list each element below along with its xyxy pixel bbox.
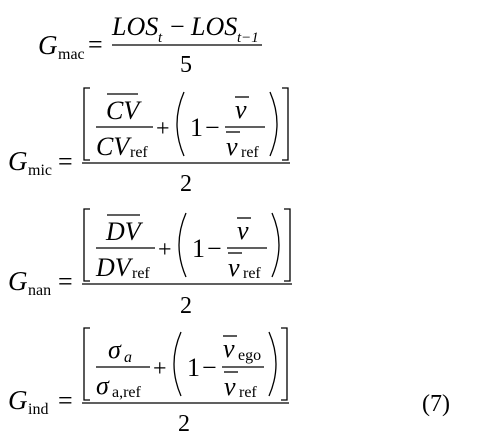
- g-mic-left-paren: [176, 91, 185, 157]
- g-nan-denominator: 2: [180, 293, 192, 319]
- equation-g-mic: G mic = CV CV ref + 1 − v v ref 2: [8, 87, 290, 197]
- g-mic-one: 1: [190, 113, 203, 142]
- g-mic-denominator: 2: [180, 171, 192, 197]
- g-ind-subscript: ind: [28, 401, 48, 418]
- g-mic-equals: =: [58, 147, 73, 176]
- g-nan-minus: −: [207, 234, 222, 263]
- equation-g-ind: G ind = σ a σ a,ref + 1 − v ego v ref 2: [8, 327, 289, 437]
- g-nan-right-paren: [271, 212, 280, 278]
- g-nan-dv-ref-sub: ref: [132, 265, 150, 282]
- g-nan-left-bracket: [83, 208, 90, 282]
- g-mic-cv-numerator: CV: [106, 96, 142, 125]
- g-ind-right-paren: [268, 331, 277, 397]
- g-ind-one: 1: [187, 353, 200, 382]
- g-mic-right-bracket: [282, 87, 289, 161]
- g-nan-dv-denominator: DV: [95, 253, 134, 282]
- g-mac-subscript: mac: [58, 46, 85, 63]
- g-mic-left-bracket: [83, 87, 90, 161]
- g-ind-vref-sub: ref: [239, 384, 257, 401]
- g-ind-left-paren: [173, 331, 182, 397]
- g-ind-plus: +: [153, 356, 167, 382]
- g-nan-plus: +: [158, 237, 172, 263]
- equation-g-nan: G nan = DV DV ref + 1 − v v ref 2: [8, 208, 292, 319]
- g-nan-left-paren: [178, 212, 187, 278]
- g-nan-subscript: nan: [28, 282, 51, 299]
- g-mic-symbol: G: [8, 146, 28, 176]
- g-mic-cv-ref-sub: ref: [130, 144, 148, 161]
- g-nan-equals: =: [58, 267, 73, 296]
- g-mac-minus: −: [170, 12, 185, 41]
- g-nan-one: 1: [192, 234, 205, 263]
- g-ind-vego-sub: ego: [238, 347, 261, 364]
- g-nan-symbol: G: [8, 266, 28, 296]
- g-nan-dv-numerator: DV: [105, 217, 144, 246]
- g-nan-v-denominator: v: [228, 253, 240, 282]
- g-ind-sigma-numerator: σ: [108, 335, 122, 364]
- g-mac-symbol: G: [38, 30, 58, 60]
- g-ind-denominator: 2: [178, 411, 190, 437]
- g-ind-equals: =: [58, 386, 73, 415]
- g-ind-symbol: G: [8, 385, 28, 415]
- g-mac-los-t: LOS: [111, 12, 158, 41]
- g-ind-sigma-num-sub: a: [124, 349, 132, 366]
- g-mic-v-denominator: v: [226, 132, 238, 161]
- g-ind-v-denominator: v: [224, 372, 236, 401]
- g-ind-minus: −: [202, 353, 217, 382]
- g-mac-equals: =: [88, 30, 103, 59]
- g-mic-right-paren: [269, 91, 278, 157]
- g-mic-v-numerator: v: [235, 95, 247, 124]
- g-nan-v-numerator: v: [237, 216, 249, 245]
- equation-number: (7): [422, 391, 450, 417]
- g-mac-los-t-sub: t: [158, 30, 163, 46]
- g-ind-sigma-den-sub: a,ref: [112, 384, 142, 401]
- g-mic-subscript: mic: [28, 162, 52, 179]
- g-ind-left-bracket: [83, 327, 90, 401]
- g-ind-v-numerator: v: [223, 334, 235, 363]
- g-nan-vref-sub: ref: [243, 265, 261, 282]
- g-ind-right-bracket: [281, 327, 288, 401]
- equation-g-mac: G mac = LOS t − LOS t−1 5: [38, 12, 262, 78]
- g-mic-plus: +: [156, 116, 170, 142]
- g-mac-los-t-1: LOS: [190, 12, 237, 41]
- g-ind-sigma-denominator: σ: [96, 371, 110, 400]
- g-mic-vref-sub: ref: [241, 144, 259, 161]
- g-mac-los-t-1-sub: t−1: [237, 30, 259, 46]
- g-mic-cv-denominator: CV: [96, 132, 132, 161]
- g-mac-denominator: 5: [180, 52, 192, 78]
- g-mic-minus: −: [205, 113, 220, 142]
- g-nan-right-bracket: [284, 208, 291, 282]
